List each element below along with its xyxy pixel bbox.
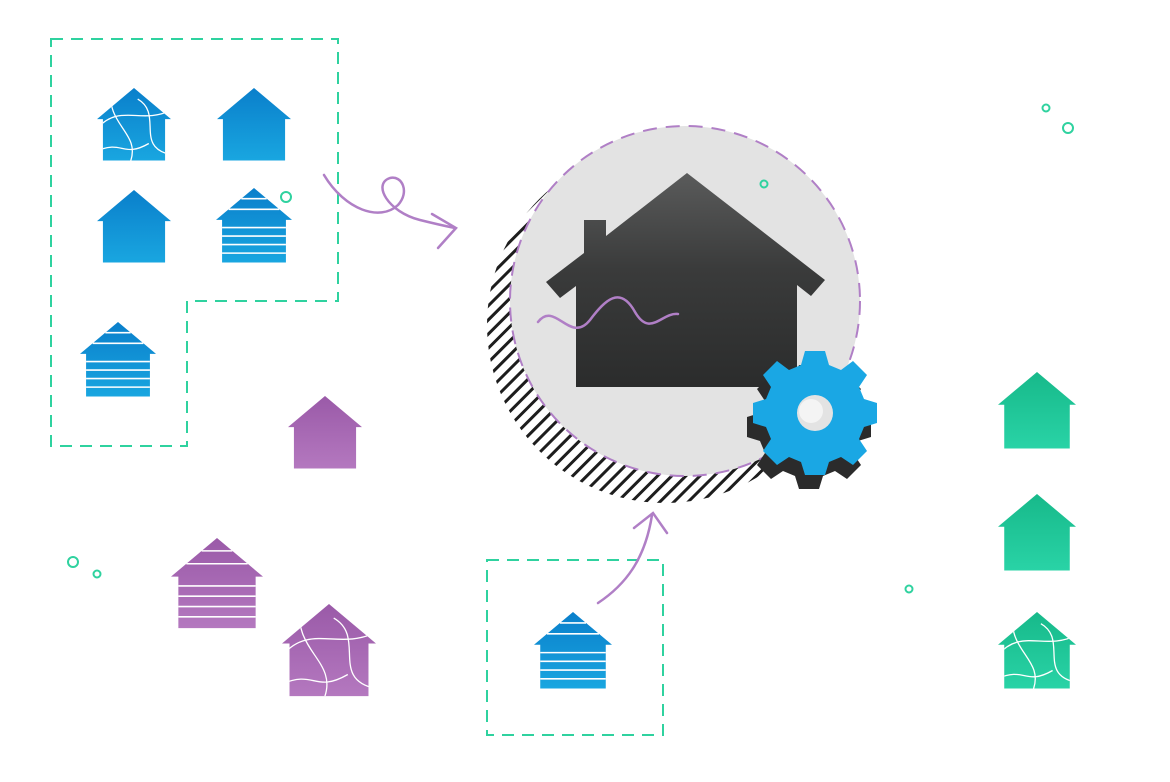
house-icon <box>80 322 156 397</box>
arrow-to-center-bottom <box>596 511 669 605</box>
house-icon <box>216 188 292 263</box>
house-icon <box>534 612 612 689</box>
house-icon <box>97 88 171 161</box>
decorative-dots <box>67 103 1074 594</box>
house-icon <box>998 372 1076 449</box>
house-icon <box>282 604 376 697</box>
house-icon <box>998 612 1076 689</box>
house-icon <box>97 190 171 263</box>
arrow-to-center-top <box>322 173 458 250</box>
gear-icon <box>747 351 877 489</box>
center-house-icon <box>546 173 825 387</box>
house-icon <box>288 396 362 469</box>
wave-line <box>536 296 680 329</box>
house-icon <box>171 538 263 629</box>
house-with-gear-icon <box>487 125 877 503</box>
houses-layer <box>80 88 1076 697</box>
bottom-cluster-outline <box>486 559 664 736</box>
blue-cluster-outline <box>50 38 339 447</box>
house-icon <box>998 494 1076 571</box>
house-icon <box>217 88 291 161</box>
center-circle-dashed-border <box>509 125 861 477</box>
